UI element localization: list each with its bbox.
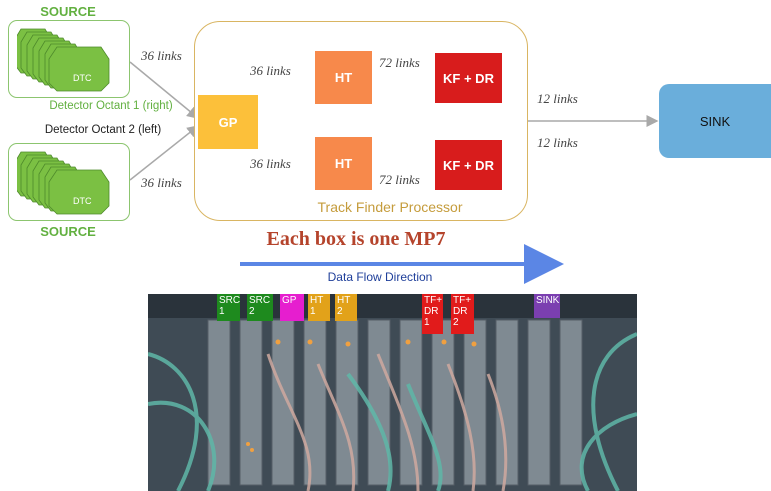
- link-label-out-top: 12 links: [537, 91, 578, 106]
- link-label-in-bottom: 36 links: [141, 175, 182, 190]
- diagram-title: Each box is one MP7: [266, 228, 446, 250]
- source-box-bottom: DTC: [8, 143, 130, 221]
- arrow-source1-gp: [129, 61, 200, 119]
- crate-photo: SRC 1 SRC 2 GP HT 1 HT 2 TF+ DR 1 TF+ DR…: [148, 294, 637, 491]
- photo-tag-tfdr1: TF+ DR 1: [422, 294, 443, 334]
- photo-tag-src1: SRC 1: [217, 294, 240, 321]
- link-label-gp-ht-top: 36 links: [250, 63, 291, 78]
- ht-box-top: HT: [315, 51, 372, 104]
- crate-photo-illustration: [148, 294, 637, 491]
- link-label-out-bottom: 12 links: [537, 135, 578, 150]
- dtc-stack-icon: [17, 28, 110, 92]
- octant1-label: Detector Octant 1 (right): [49, 100, 173, 112]
- processor-label: Track Finder Processor: [317, 199, 463, 215]
- link-label-ht-kf-bottom: 72 links: [379, 172, 420, 187]
- photo-tag-ht2: HT 2: [335, 294, 357, 321]
- arrow-source2-gp: [129, 125, 200, 181]
- octant2-label: Detector Octant 2 (left): [44, 124, 162, 136]
- dtc-stack-icon: [17, 151, 110, 215]
- photo-tag-gp: GP: [280, 294, 304, 321]
- photo-tag-src2: SRC 2: [247, 294, 273, 321]
- link-label-gp-ht-bottom: 36 links: [250, 156, 291, 171]
- photo-tag-sink: SINK: [534, 294, 560, 318]
- link-label-in-top: 36 links: [141, 48, 182, 63]
- dtc-label-top: DTC: [73, 73, 92, 83]
- dtc-label-bottom: DTC: [73, 196, 92, 206]
- kf-dr-box-bottom: KF + DR: [435, 140, 502, 190]
- source-label-bottom: SOURCE: [40, 224, 96, 239]
- gp-box: GP: [198, 95, 258, 149]
- photo-tag-tfdr2: TF+ DR 2: [451, 294, 474, 334]
- link-label-ht-kf-top: 72 links: [379, 55, 420, 70]
- photo-tag-ht1: HT 1: [308, 294, 330, 321]
- source-label-top: SOURCE: [40, 4, 96, 19]
- kf-dr-box-top: KF + DR: [435, 53, 502, 103]
- source-box-top: DTC: [8, 20, 130, 98]
- flow-direction-label: Data Flow Direction: [327, 270, 433, 284]
- sink-box: SINK: [659, 84, 771, 158]
- ht-box-bottom: HT: [315, 137, 372, 190]
